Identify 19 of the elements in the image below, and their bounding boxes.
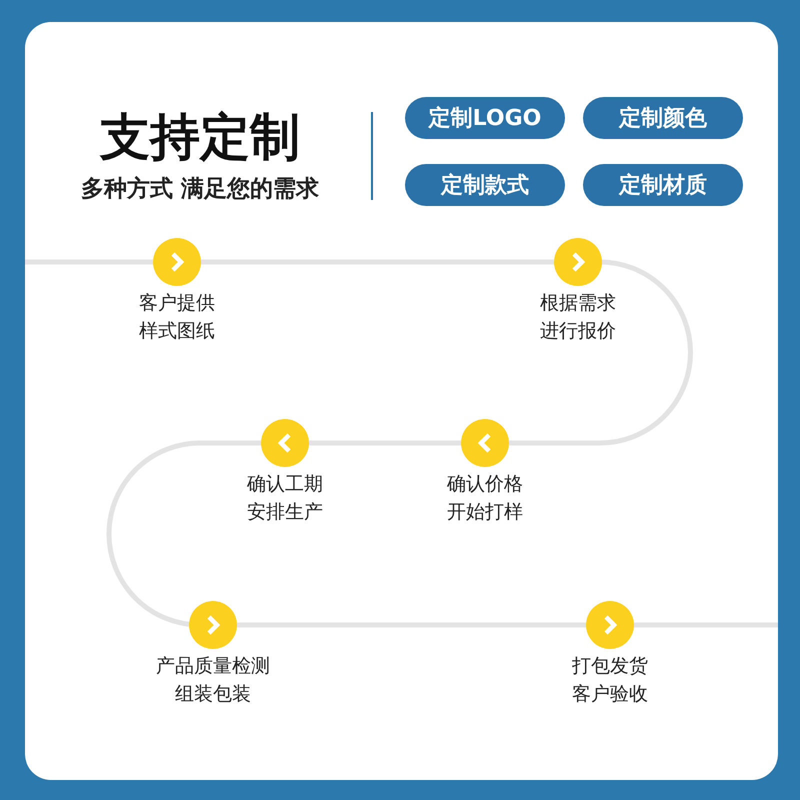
step-label: 确认价格开始打样: [446, 472, 524, 525]
track-line: [309, 440, 461, 446]
track-line: [509, 260, 693, 446]
title: 支持定制: [98, 107, 301, 168]
tag-pill: 定制LOGO: [405, 97, 565, 139]
step-label: 打包发货客户验收: [571, 654, 649, 707]
step-label: 客户提供样式图纸: [138, 291, 216, 344]
step-label: 根据需求进行报价: [539, 291, 617, 344]
track-line: [634, 622, 778, 628]
track-line: [201, 260, 554, 264]
track-line: [237, 622, 586, 628]
tag-pill: 定制款式: [405, 164, 565, 206]
tag-pill: 定制材质: [583, 164, 743, 206]
step-label: 确认工期安排生产: [246, 472, 324, 525]
step-label: 产品质量检测组装包装: [155, 654, 271, 707]
track-line: [106, 440, 261, 628]
track-line: [25, 260, 153, 264]
tag-pill: 定制颜色: [583, 97, 743, 139]
subtitle: 多种方式 满足您的需求: [80, 175, 320, 204]
